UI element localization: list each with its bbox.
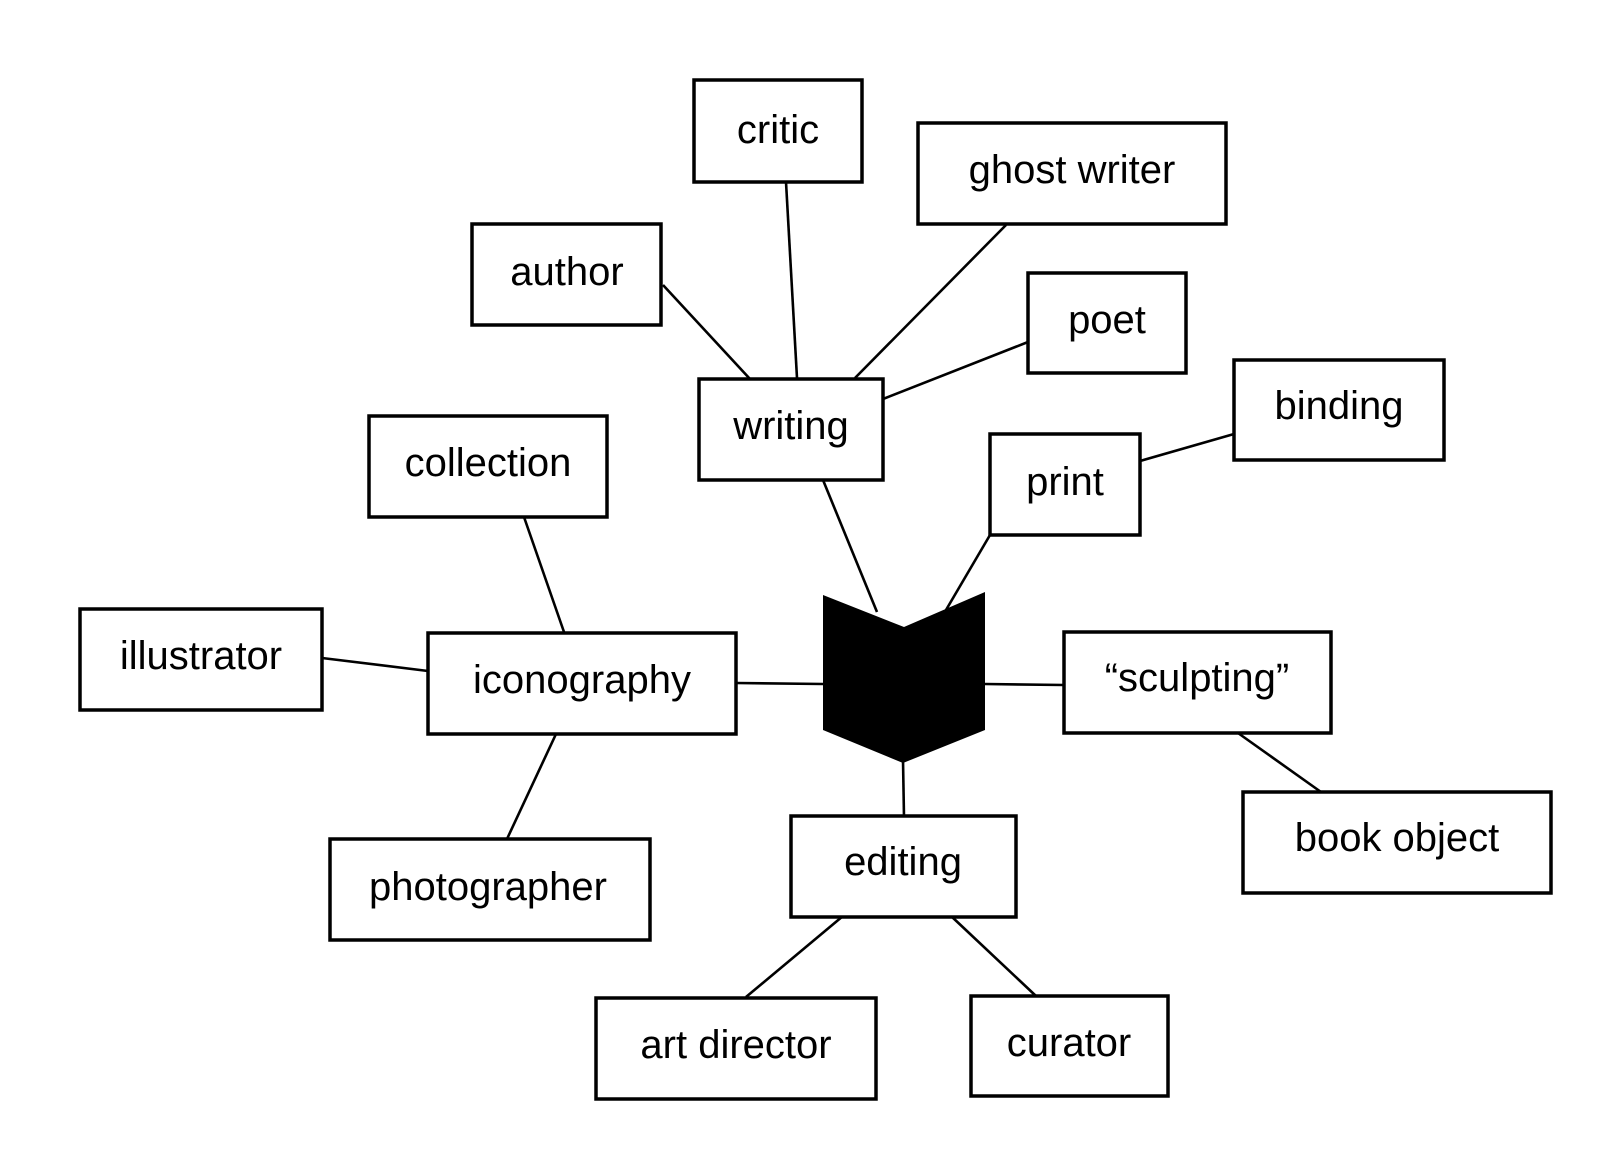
node-label-critic: critic (737, 108, 819, 152)
node-label-book-object: book object (1295, 816, 1500, 860)
edge-center-sculpting (984, 682, 1065, 687)
node-collection: collection (367, 414, 609, 519)
edge-print-binding (1139, 432, 1235, 463)
node-ghost-writer: ghost writer (916, 121, 1228, 226)
edge-center-iconography (735, 681, 824, 686)
node-art-director: art director (594, 996, 878, 1101)
node-writing: writing (697, 377, 885, 482)
node-editing: editing (789, 814, 1018, 919)
edge-center-writing (821, 479, 879, 613)
edge-sculpting-book-object (1237, 731, 1322, 794)
node-label-sculpting: “sculpting” (1105, 656, 1290, 700)
node-critic: critic (692, 78, 864, 184)
node-label-print: print (1026, 460, 1104, 504)
node-label-binding: binding (1274, 384, 1403, 428)
edge-editing-art-director (745, 915, 844, 998)
node-author: author (470, 222, 663, 327)
connector-lines (321, 181, 1322, 998)
node-poet: poet (1026, 271, 1188, 375)
edge-center-print (944, 534, 992, 611)
node-label-curator: curator (1007, 1021, 1132, 1065)
node-label-editing: editing (844, 840, 962, 884)
book-icon (823, 592, 985, 763)
edge-writing-critic (784, 181, 799, 379)
node-photographer: photographer (328, 837, 652, 942)
node-label-illustrator: illustrator (120, 634, 282, 678)
node-sculpting: “sculpting” (1062, 630, 1333, 735)
edge-iconography-collection (522, 516, 566, 633)
node-label-poet: poet (1068, 298, 1146, 342)
edge-center-editing (901, 759, 906, 818)
node-illustrator: illustrator (78, 607, 324, 712)
edge-editing-curator (950, 915, 1037, 997)
node-book-object: book object (1241, 790, 1553, 895)
node-label-collection: collection (405, 441, 572, 485)
node-label-ghost-writer: ghost writer (969, 148, 1176, 192)
edge-iconography-photographer (505, 733, 558, 840)
node-curator: curator (969, 994, 1170, 1098)
node-print: print (988, 432, 1142, 537)
edge-writing-poet (882, 340, 1029, 401)
node-label-author: author (510, 250, 623, 294)
edge-iconography-illustrator (321, 656, 429, 673)
node-label-iconography: iconography (473, 658, 691, 702)
edge-writing-author (662, 284, 751, 380)
node-binding: binding (1232, 358, 1446, 462)
node-iconography: iconography (426, 631, 738, 736)
edge-writing-ghost-writer (854, 224, 1007, 379)
node-label-writing: writing (732, 404, 849, 448)
node-label-art-director: art director (640, 1023, 831, 1067)
node-label-photographer: photographer (369, 865, 607, 909)
